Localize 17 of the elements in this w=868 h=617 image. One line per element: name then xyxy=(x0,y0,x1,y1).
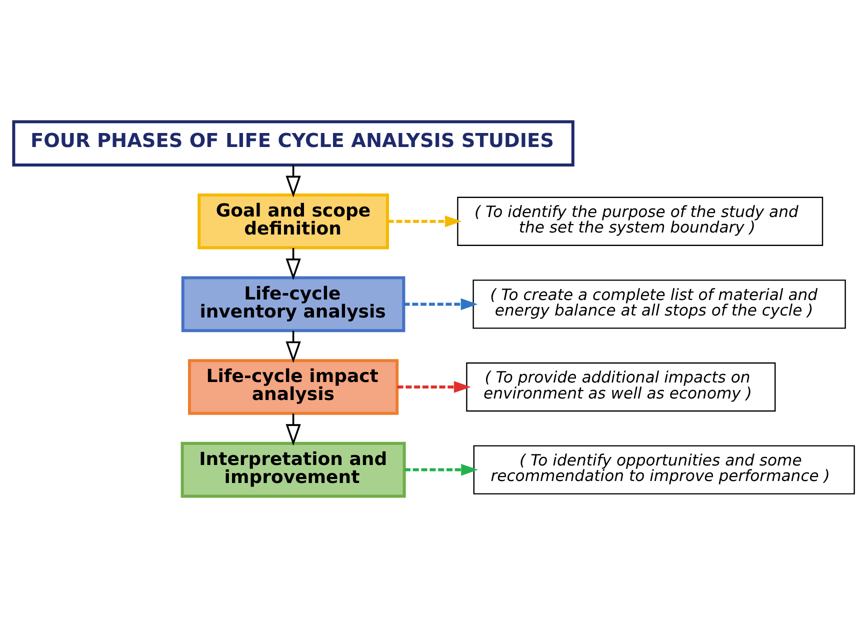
node-box: ( To identify the purpose of the study and the set the system boundary ) xyxy=(457,196,824,246)
node-box: ( To create a complete list of material and energy balance at all stops of the cycle ) xyxy=(472,279,846,328)
arrow xyxy=(286,248,301,280)
node-box: Goal and scope definition xyxy=(198,193,389,249)
node-box: FOUR PHASES OF LIFE CYCLE ANALYSIS STUDIES xyxy=(12,120,574,166)
node-box: Life-cycle inventory analysis xyxy=(181,276,406,332)
node-box: Interpretation and improvement xyxy=(180,441,406,498)
arrow xyxy=(404,298,478,310)
arrow xyxy=(397,380,471,392)
arrow xyxy=(286,413,301,446)
arrow xyxy=(404,463,478,476)
arrow xyxy=(286,164,301,197)
arrow xyxy=(286,330,301,362)
node-box: ( To provide additional impacts on environment as well as economy ) xyxy=(466,362,776,412)
node-box: ( To identify opportunities and some recommendation to improve performance ) xyxy=(473,444,855,494)
node-box: Life-cycle impact analysis xyxy=(188,358,399,414)
arrow xyxy=(388,215,462,227)
